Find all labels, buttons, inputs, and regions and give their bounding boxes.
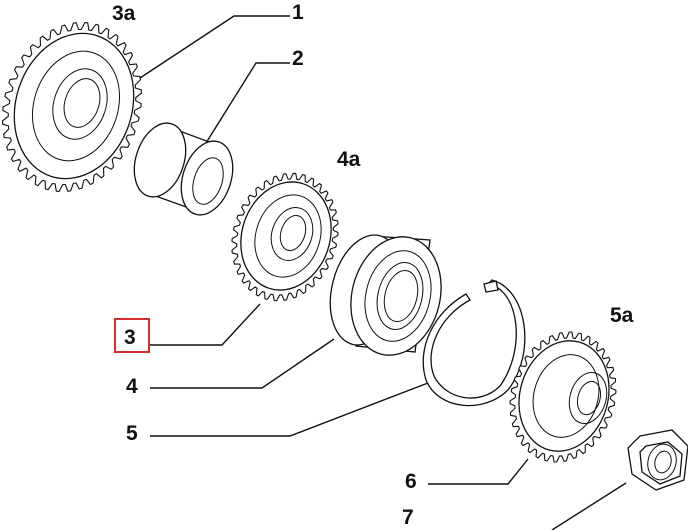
label-1[interactable]: 1 <box>292 1 304 24</box>
leader-5 <box>150 382 429 437</box>
sleeve-2[interactable] <box>125 116 241 221</box>
label-6[interactable]: 6 <box>405 470 417 493</box>
label-4[interactable]: 4 <box>126 375 138 398</box>
gear-5a[interactable] <box>506 330 621 463</box>
label-5a[interactable]: 5a <box>610 304 634 327</box>
leader-2 <box>205 62 290 144</box>
label-4a[interactable]: 4a <box>337 148 361 171</box>
label-2[interactable]: 2 <box>292 47 304 70</box>
label-7[interactable]: 7 <box>402 506 414 529</box>
leader-7 <box>551 482 627 530</box>
label-3[interactable]: 3 <box>124 326 136 349</box>
bearing-4[interactable] <box>319 227 453 365</box>
nut-7[interactable] <box>627 429 688 491</box>
gear-3a[interactable] <box>0 18 152 195</box>
leader-6 <box>428 458 529 485</box>
leader-4 <box>150 338 335 389</box>
label-5[interactable]: 5 <box>126 422 138 445</box>
label-3a[interactable]: 3a <box>112 2 136 25</box>
gear-4a[interactable] <box>227 170 345 302</box>
leader-1 <box>139 15 290 79</box>
leader-3 <box>148 303 261 346</box>
label-3-highlight-box <box>114 318 150 353</box>
